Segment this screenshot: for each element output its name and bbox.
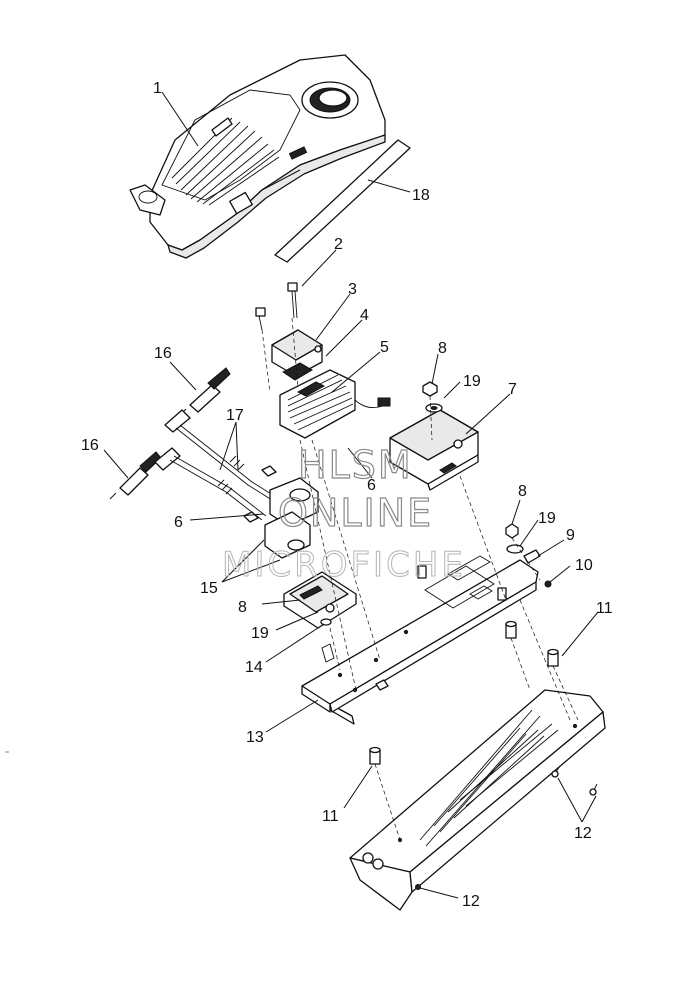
callout-6-right: 6: [367, 477, 376, 494]
mounting-plate-part-13: [301, 555, 539, 725]
regulator-part-5: [279, 369, 391, 439]
callout-8-upper: 8: [438, 340, 447, 357]
lower-heat-shield: [349, 689, 606, 911]
callout-8-right: 8: [518, 483, 527, 500]
callout-19-right: 19: [538, 510, 556, 527]
control-module-part-7: [389, 409, 479, 491]
callout-12-right: 12: [574, 825, 592, 842]
callout-9: 9: [566, 527, 575, 544]
rectifier-part-14: [283, 571, 357, 629]
spark-plug-part-16-upper: [180, 367, 231, 415]
callout-1: 1: [153, 80, 162, 97]
callout-16-lower: 16: [81, 437, 99, 454]
callout-3: 3: [348, 281, 357, 298]
clip-part-9: [523, 549, 552, 588]
callout-13: 13: [246, 729, 264, 746]
screw-part-12: [551, 765, 598, 796]
relay-part-3: [271, 329, 323, 381]
ignition-wire-part-17: [154, 409, 277, 521]
callout-11-right: 11: [596, 600, 613, 617]
watermark-line-3: MICROFICHE: [222, 545, 466, 585]
callout-11-left: 11: [322, 808, 339, 825]
callout-16-upper: 16: [154, 345, 172, 362]
callout-18: 18: [412, 187, 430, 204]
decal-strip-part-18: [274, 139, 411, 263]
callout-15: 15: [200, 580, 218, 597]
callout-6-left: 6: [174, 514, 183, 531]
ignition-coil-part-6: [261, 465, 319, 527]
callout-19-upper: 19: [463, 373, 481, 390]
callout-4: 4: [360, 307, 369, 324]
callout-12-lower: 12: [462, 893, 480, 910]
callout-17: 17: [226, 407, 244, 424]
spark-plug-part-16-lower: [109, 451, 162, 500]
engine-cover-part-1: [129, 54, 386, 259]
callout-19-left: 19: [251, 625, 269, 642]
leader-lines: [103, 91, 599, 899]
alignment-lines: [261, 317, 579, 841]
callout-7: 7: [508, 381, 517, 398]
callout-10: 10: [575, 557, 593, 574]
bolt-part-2: [255, 282, 298, 331]
watermark: HLSM ONLINE MICROFICHE: [222, 442, 466, 585]
callout-5: 5: [380, 339, 389, 356]
nut-washer-set-upper: [422, 381, 524, 554]
standoff-part-11: [369, 565, 559, 765]
watermark-line-2: ONLINE: [278, 491, 433, 535]
callout-labels: 1 18 2 3 4 5 8 19 7 16 16 17 6 6 15 8 19…: [81, 80, 613, 910]
callout-2: 2: [334, 236, 343, 253]
watermark-line-1: HLSM: [298, 443, 413, 487]
callout-8-left: 8: [238, 599, 247, 616]
callout-14: 14: [245, 659, 263, 676]
